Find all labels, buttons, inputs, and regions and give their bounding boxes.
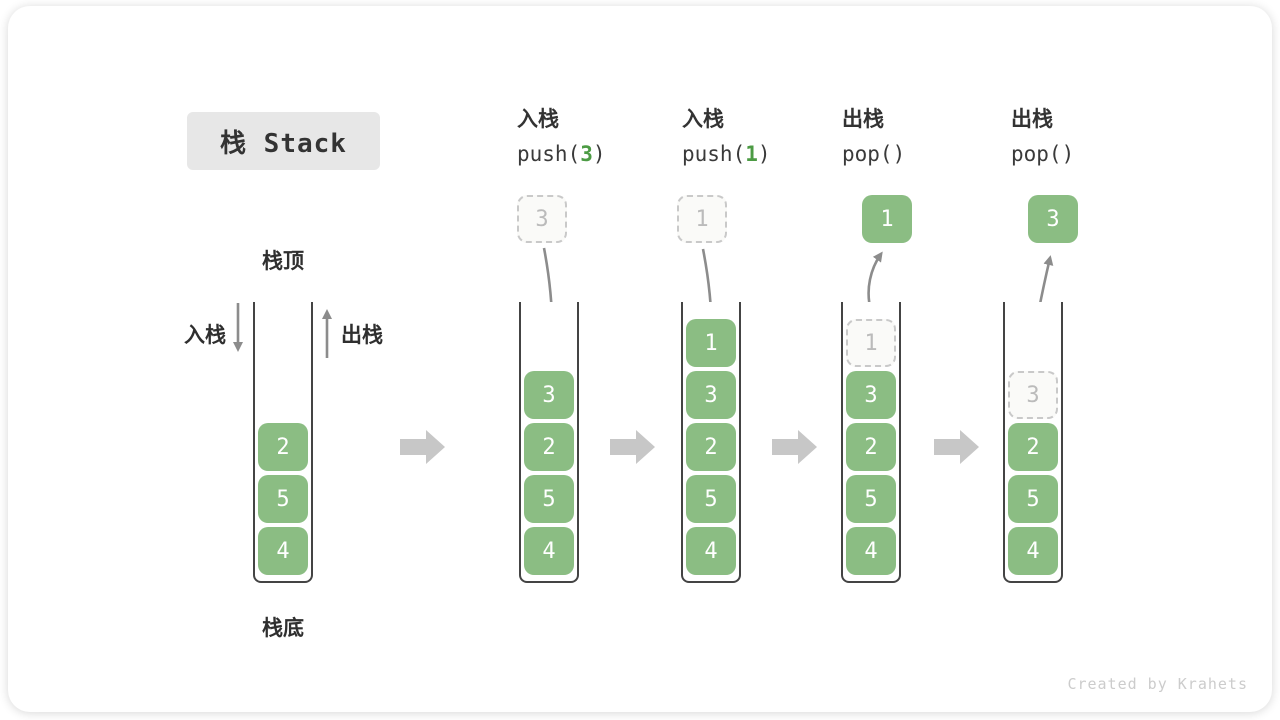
stack-cell: 2 xyxy=(258,423,308,471)
op-cn: 入栈 xyxy=(517,108,559,131)
stack-cell: 5 xyxy=(846,475,896,523)
op-code: pop() xyxy=(842,142,906,166)
stack-cell: 4 xyxy=(524,527,574,575)
op-cn: 入栈 xyxy=(682,108,724,131)
stack-cell: 4 xyxy=(258,527,308,575)
stack-cell: 2 xyxy=(1008,423,1058,471)
op-code: push(3) xyxy=(517,142,606,166)
stack-cell: 4 xyxy=(846,527,896,575)
op-cn: 出栈 xyxy=(842,108,884,131)
op-header-push3: 入栈 push(3) xyxy=(517,102,606,172)
popped-slot-ghost: 3 xyxy=(1008,371,1058,419)
stack-cell: 2 xyxy=(846,423,896,471)
stack-cell: 2 xyxy=(686,423,736,471)
floating-push-value: 3 xyxy=(517,195,567,243)
stack-cell: 3 xyxy=(846,371,896,419)
op-code: push(1) xyxy=(682,142,771,166)
stack-cell: 4 xyxy=(1008,527,1058,575)
stack-cell: 3 xyxy=(524,371,574,419)
stack-bottom-label: 栈底 xyxy=(262,617,304,640)
watermark: Created by Krahets xyxy=(1067,675,1248,693)
op-header-pop3: 出栈 pop() xyxy=(1011,102,1074,172)
stack-cell: 2 xyxy=(524,423,574,471)
pop-side-label: 出栈 xyxy=(341,324,383,347)
op-code: pop() xyxy=(1011,142,1075,166)
stack-cell: 5 xyxy=(524,475,574,523)
floating-popped-value: 3 xyxy=(1028,195,1078,243)
stack-cell: 1 xyxy=(686,319,736,367)
push-side-label: 入栈 xyxy=(184,324,226,347)
stack-cell: 4 xyxy=(686,527,736,575)
stack-cell: 5 xyxy=(686,475,736,523)
op-header-push1: 入栈 push(1) xyxy=(682,102,771,172)
floating-popped-value: 1 xyxy=(862,195,912,243)
op-header-pop1: 出栈 pop() xyxy=(842,102,905,172)
stack-cell: 3 xyxy=(686,371,736,419)
title-badge: 栈 Stack xyxy=(187,112,380,170)
op-cn: 出栈 xyxy=(1011,108,1053,131)
stack-top-label: 栈顶 xyxy=(262,250,304,273)
stack-cell: 5 xyxy=(258,475,308,523)
floating-push-value: 1 xyxy=(677,195,727,243)
stack-cell: 5 xyxy=(1008,475,1058,523)
popped-slot-ghost: 1 xyxy=(846,319,896,367)
